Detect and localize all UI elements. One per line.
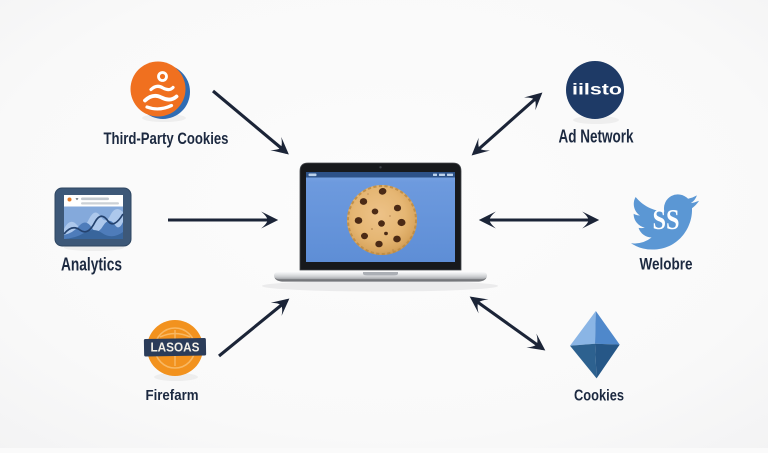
svg-text:Third-Party Cookies: Third-Party Cookies bbox=[104, 129, 229, 148]
svg-text:Cookies: Cookies bbox=[574, 388, 624, 405]
svg-text:Firefarm: Firefarm bbox=[146, 387, 199, 404]
svg-text:Ad Network: Ad Network bbox=[559, 127, 635, 147]
svg-text:Analytics: Analytics bbox=[61, 255, 122, 275]
svg-text:iilsto: iilsto bbox=[572, 82, 622, 99]
svg-text:Welobre: Welobre bbox=[640, 255, 693, 274]
svg-text:SS: SS bbox=[653, 204, 680, 236]
svg-text:LASOAS: LASOAS bbox=[151, 341, 200, 355]
